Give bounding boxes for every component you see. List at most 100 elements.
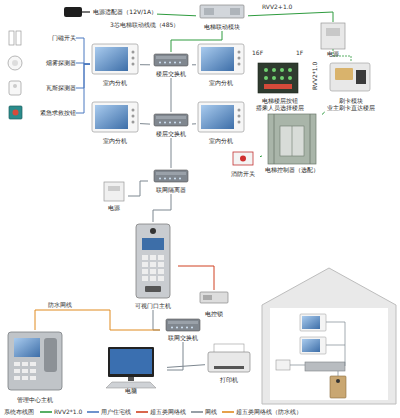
door-station-icon-part [150,262,156,267]
cable-label: 防水网线 [48,302,72,309]
management-host-icon-part [30,376,36,380]
house-illustration-part [300,314,326,331]
card-reader-icon-part [335,68,353,80]
elevator-panel-icon-part [264,68,268,72]
floor-label: 1F [296,50,303,57]
computer-icon-part [108,347,154,377]
elevator-panel-icon-part [258,63,298,93]
legend-item: 超五类网络线 [136,409,186,416]
emergency-button-icon-part [9,106,22,119]
door-station-icon-part [142,269,148,274]
floor-switch: 楼层交换机 [150,52,192,78]
floor-switch: 楼层交换机 [150,112,192,138]
power-supply-icon-part [104,182,124,201]
wire-connector [153,310,160,330]
fire-switch: 消防开关 [226,150,260,178]
wire-connector [171,78,172,112]
management-host-icon-part [14,362,20,366]
legend-item: 用户住宅线 [87,409,131,416]
network-switch: 联网交换机 [160,318,206,342]
management-host-icon-part [14,369,20,373]
wire-connector [35,310,160,330]
legend-sample [40,409,52,415]
door-station: 可视门口主机 [128,222,178,310]
wire-connector [192,64,196,65]
indoor-monitor-icon [198,102,244,132]
node-caption: 业主刷卡直达楼层 [327,105,375,112]
wire-connector [76,64,90,113]
legend-line [136,411,148,413]
computer-icon-part [110,349,152,374]
elevator-panel-icon-part [272,68,276,72]
door-station-icon-part [136,224,170,298]
isolator-icon [154,170,188,182]
wire-connector [322,112,325,115]
management-host-icon-part [14,376,20,380]
floor-label: 16F [252,50,263,57]
card-reader-icon [330,63,370,91]
power-adapter-icon-part [64,7,82,17]
wire-connector [153,194,171,222]
elevator-controller-icon [268,114,316,164]
legend-sample [87,409,99,415]
door-station-icon-part [158,255,164,260]
emergency-button-icon-part [13,110,19,116]
node-caption: 消防开关 [231,171,255,178]
fire-switch-icon-part [233,152,253,165]
node-caption: 室内分机 [209,80,233,87]
electric-lock-icon [200,292,228,303]
elevator-panel-icon [258,63,298,93]
computer-icon [106,347,156,388]
wire-connector [171,138,172,168]
elevator-module-icon-part [200,5,244,18]
management-host-icon-part [22,362,28,366]
management-host-icon-part [14,338,40,357]
elevator-controller-icon-part [292,126,293,156]
elevator-panel-icon-part [264,84,292,89]
legend-line [222,411,234,413]
elevator-module-icon [200,5,244,18]
gas-detector-icon [9,81,21,95]
fire-switch-icon-part [240,156,246,162]
node-caption: 电控锁 [205,311,223,318]
node-caption: 可视门口主机 [135,303,171,310]
door-station-icon-part [142,238,164,250]
node-caption: 楼层交换机 [156,131,186,138]
door-sensor-icon-part [16,31,21,45]
electric-lock: 电控锁 [196,290,232,318]
card-reader: 刷卡模块业主刷卡直达楼层 [318,62,384,112]
node-caption: 室内分机 [103,138,127,145]
house-illustration-part [336,379,340,383]
elevator-controller-icon-part [274,114,310,164]
management-host-icon-part [8,332,62,390]
house-illustration-part [276,360,290,370]
door-station-icon-part [142,262,148,267]
house-illustration-part [290,322,345,376]
gas-detector: 瓦斯探测器 [6,78,76,98]
elevator-panel: 电梯楼层按钮搭乘人员选择楼层 [250,62,310,112]
legend-sample [222,409,234,415]
door-station-icon-part [158,262,164,267]
legend-text: 超五类网络线（防水线） [236,409,302,416]
legend-item: 网线 [191,409,217,416]
elevator-module-icon-part [204,8,214,15]
management-host: 管理中心主机 [4,330,66,404]
wire-connector [178,266,214,290]
elevator-module-icon-part [230,8,240,15]
wire-connector [167,365,205,368]
node-caption: 电梯控制器（选配） [265,167,319,174]
door-station-icon-part [145,286,161,292]
legend-item: 超五类网络线（防水线） [222,409,302,416]
wire-connector [140,123,150,125]
network-switch-icon [166,319,200,331]
power-supply-icon-part [108,186,120,191]
node-caption: 电源 [108,205,120,212]
indoor-monitor: 室内分机 [90,42,140,87]
computer-icon-part [128,377,134,381]
power-adapter-icon-part [82,11,90,12]
door-station-icon-part [142,255,148,260]
door-station-icon [136,224,170,298]
door-station-icon-part [158,269,164,274]
printer-icon [208,344,250,372]
